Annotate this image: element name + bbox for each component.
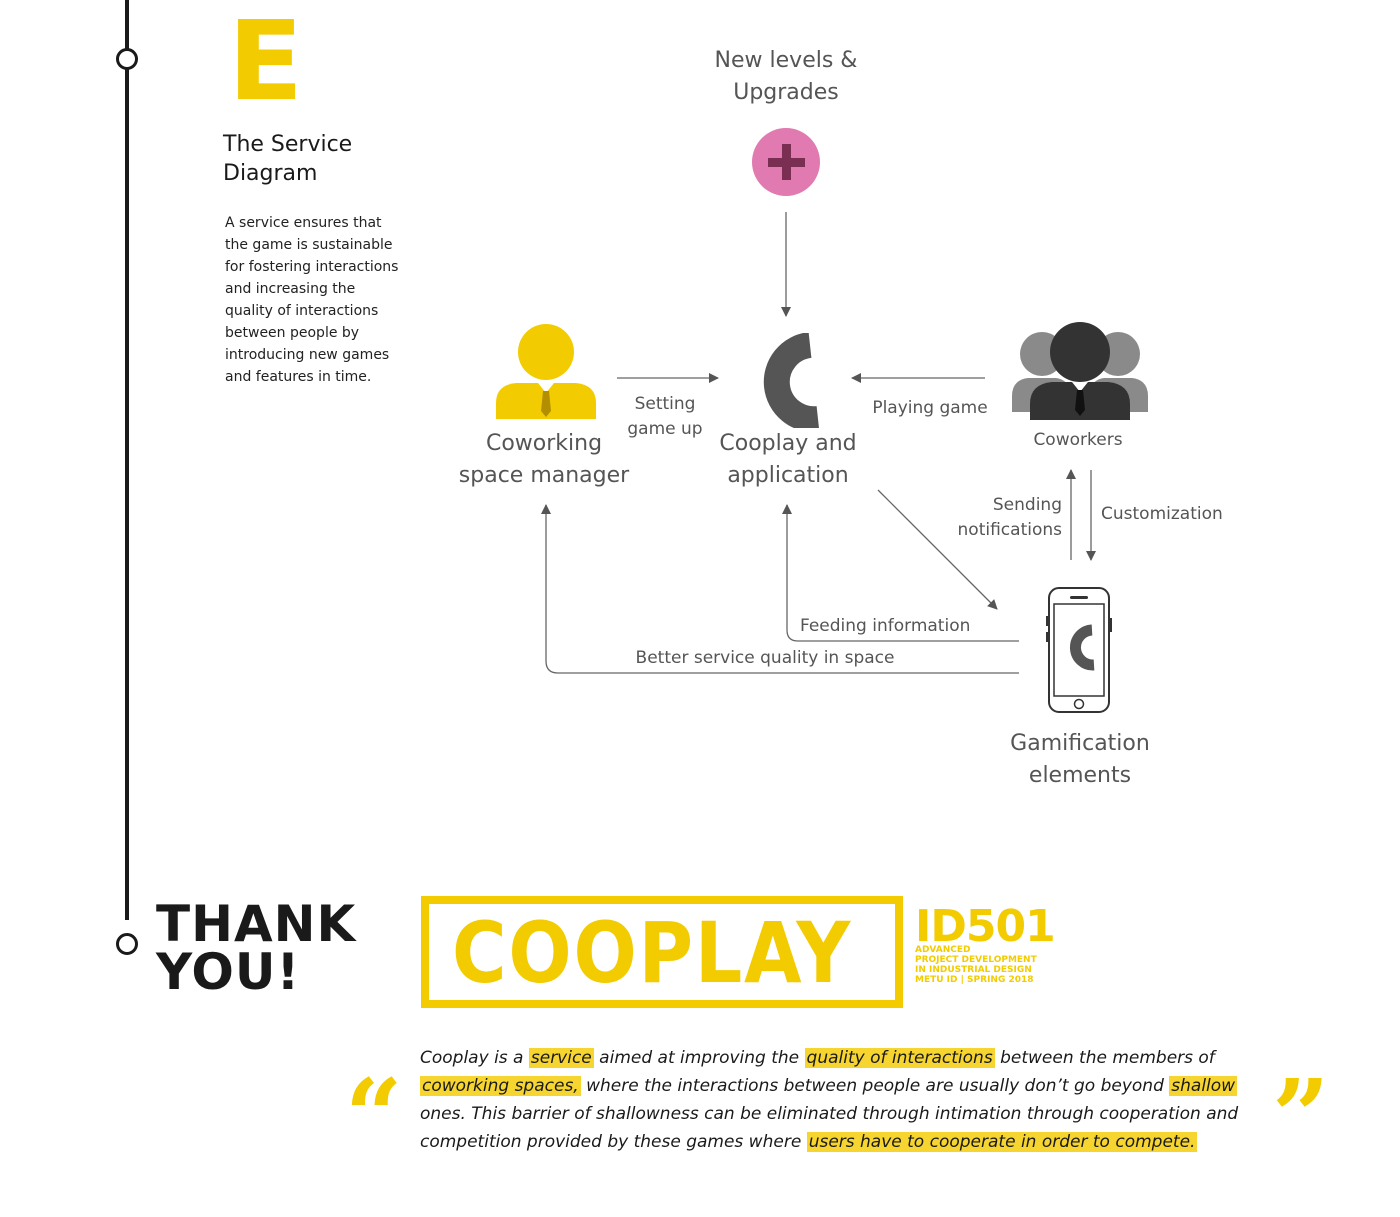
manager-label-line-1: Coworking (485, 431, 603, 456)
arrow-app-to-gamification (877, 489, 998, 610)
course-block: ID501 ADVANCED PROJECT DEVELOPMENT IN IN… (915, 901, 1056, 986)
quote-segment: between the members of (994, 1048, 1215, 1068)
manager-person-icon (496, 324, 596, 419)
quote-highlight: users have to cooperate in order to comp… (806, 1132, 1198, 1152)
edge-label-better-service: Better service quality in space (635, 648, 895, 668)
manager-label: Coworking space manager (444, 428, 644, 492)
quote-highlight: service (528, 1048, 594, 1068)
edge-label-sending-notifications: Sending notifications (950, 493, 1062, 543)
timeline-line (125, 0, 129, 920)
thank-you-line-2: YOU! (156, 943, 301, 1001)
arrow-better-service (541, 504, 1019, 674)
course-line-3: IN INDUSTRIAL DESIGN (915, 965, 1032, 975)
coworkers-group-icon (1012, 322, 1148, 420)
quote-highlight: quality of interactions (804, 1048, 995, 1068)
gamification-label-line-2: elements (1028, 763, 1132, 788)
gamification-label: Gamification elements (980, 728, 1180, 792)
cooplay-c-icon: C (763, 333, 819, 428)
quote-segment: ones. This barrier of shallowness can be… (420, 1104, 1239, 1152)
quote-segment: aimed at improving the (593, 1048, 805, 1068)
section-letter: E (228, 0, 303, 125)
course-line-2: PROJECT DEVELOPMENT (915, 955, 1037, 965)
edge-label-sending-line-1: Sending (992, 495, 1062, 515)
gamification-label-line-1: Gamification (1010, 731, 1150, 756)
quote-highlight: shallow (1169, 1076, 1238, 1096)
timeline-node-bottom (116, 933, 138, 955)
edge-label-setting-line-2: game up (627, 419, 703, 439)
quote-segment: where the interactions between people ar… (580, 1076, 1170, 1096)
upgrades-label-line-1: New levels & (714, 48, 858, 73)
app-label-line-2: application (727, 463, 849, 488)
edge-label-setting-game-up: Setting game up (615, 392, 715, 442)
edge-label-setting-line-1: Setting (634, 394, 696, 414)
arrow-feeding-information (782, 504, 1019, 642)
manager-label-line-2: space manager (458, 463, 630, 488)
edge-label-customization: Customization (1101, 504, 1223, 524)
section-title: The Service Diagram (223, 132, 353, 186)
thank-you-line-1: THANK (156, 895, 357, 953)
upgrades-label-line-2: Upgrades (733, 80, 839, 105)
cooplay-logo: COOPLAY (452, 904, 852, 1002)
course-line-4: METU ID | SPRING 2018 (915, 975, 1034, 985)
timeline-node-top (116, 48, 138, 70)
plus-icon (752, 128, 820, 196)
quote-segment: Cooplay is a (420, 1048, 529, 1068)
edge-label-sending-line-2: notifications (957, 520, 1062, 540)
thank-you-heading: THANK YOU! (156, 895, 357, 1001)
smartphone-icon (1046, 587, 1112, 713)
app-label: Cooplay and application (688, 428, 888, 492)
coworkers-label: Coworkers (1033, 430, 1123, 450)
edge-label-feeding-information: Feeding information (800, 616, 971, 636)
course-line-1: ADVANCED (915, 945, 971, 955)
quote-highlight: coworking spaces, (420, 1076, 581, 1096)
app-label-line-1: Cooplay and (719, 431, 857, 456)
course-code: ID501 (915, 901, 1056, 952)
edge-label-playing-game: Playing game (872, 398, 988, 418)
close-quote-mark: ” (1272, 1057, 1330, 1175)
quote-text: Cooplay is a service aimed at improving … (420, 1044, 1260, 1156)
section-description: A service ensures that the game is susta… (225, 215, 399, 385)
open-quote-mark: “ (345, 1057, 403, 1175)
upgrades-label: New levels & Upgrades (686, 45, 886, 109)
cooplay-logo-text: COOPLAY (452, 904, 852, 1002)
cooplay-logo-frame (421, 896, 903, 1008)
